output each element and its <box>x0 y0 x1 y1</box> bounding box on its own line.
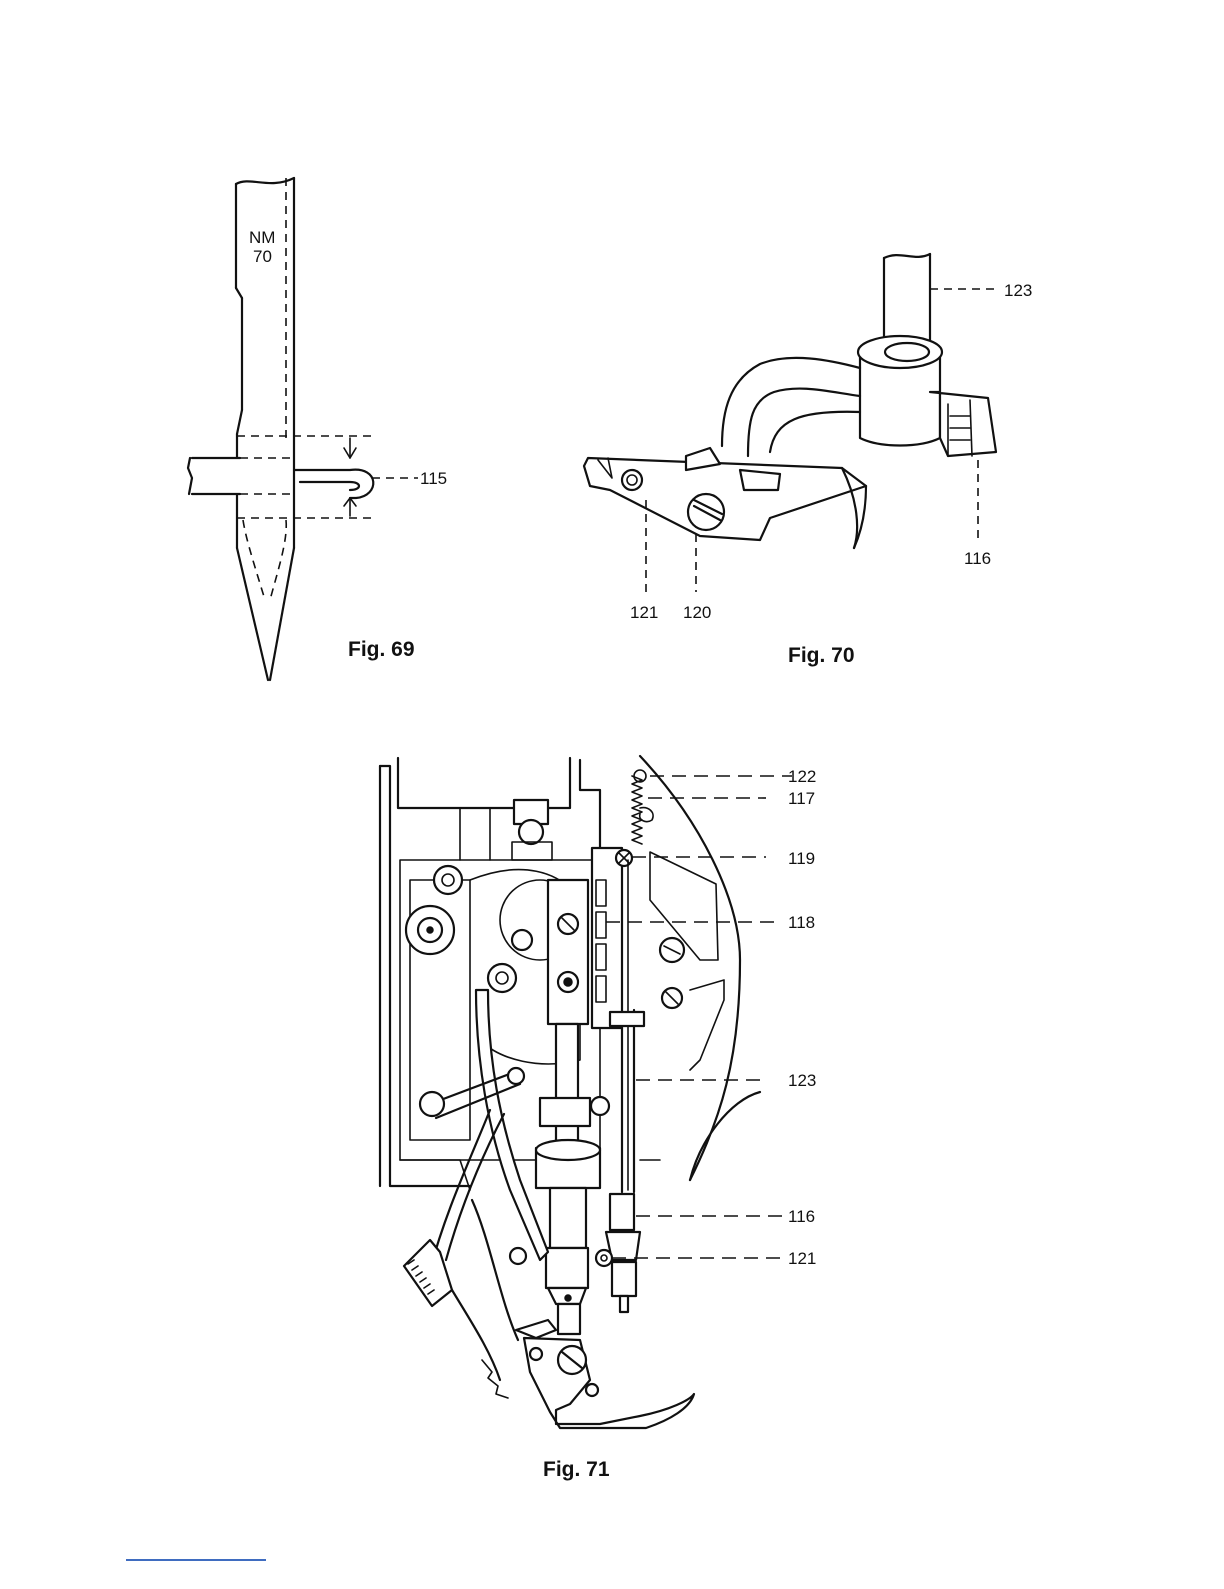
part-label-116: 116 <box>964 549 991 568</box>
part-label-116-b: 116 <box>788 1207 815 1226</box>
figure-69-needle-diagram: NM 70 115 Fig. 69 <box>188 178 447 680</box>
part-label-123: 123 <box>1004 281 1032 300</box>
needle-drawing <box>188 178 375 680</box>
figure-69-caption: Fig. 69 <box>348 638 415 661</box>
part-label-115: 115 <box>420 469 447 488</box>
figure-71-caption: Fig. 71 <box>543 1458 610 1481</box>
part-label-123-b: 123 <box>788 1071 816 1090</box>
needle-number-label: 70 <box>253 247 272 266</box>
part-label-122: 122 <box>788 767 816 786</box>
part-label-121-b: 121 <box>788 1249 816 1268</box>
part-label-119: 119 <box>788 849 815 868</box>
part-label-117: 117 <box>788 789 815 808</box>
needle-size-label: NM <box>249 228 275 247</box>
part-label-121: 121 <box>630 603 658 622</box>
figure-70-bracket-diagram: 123 116 121 120 Fig. 70 <box>584 254 1032 667</box>
part-label-120: 120 <box>683 603 711 622</box>
figure-71-mechanism-diagram: 122 117 119 118 123 116 121 Fig. 71 <box>380 756 816 1481</box>
figure-70-caption: Fig. 70 <box>788 644 855 667</box>
part-label-118: 118 <box>788 913 815 932</box>
